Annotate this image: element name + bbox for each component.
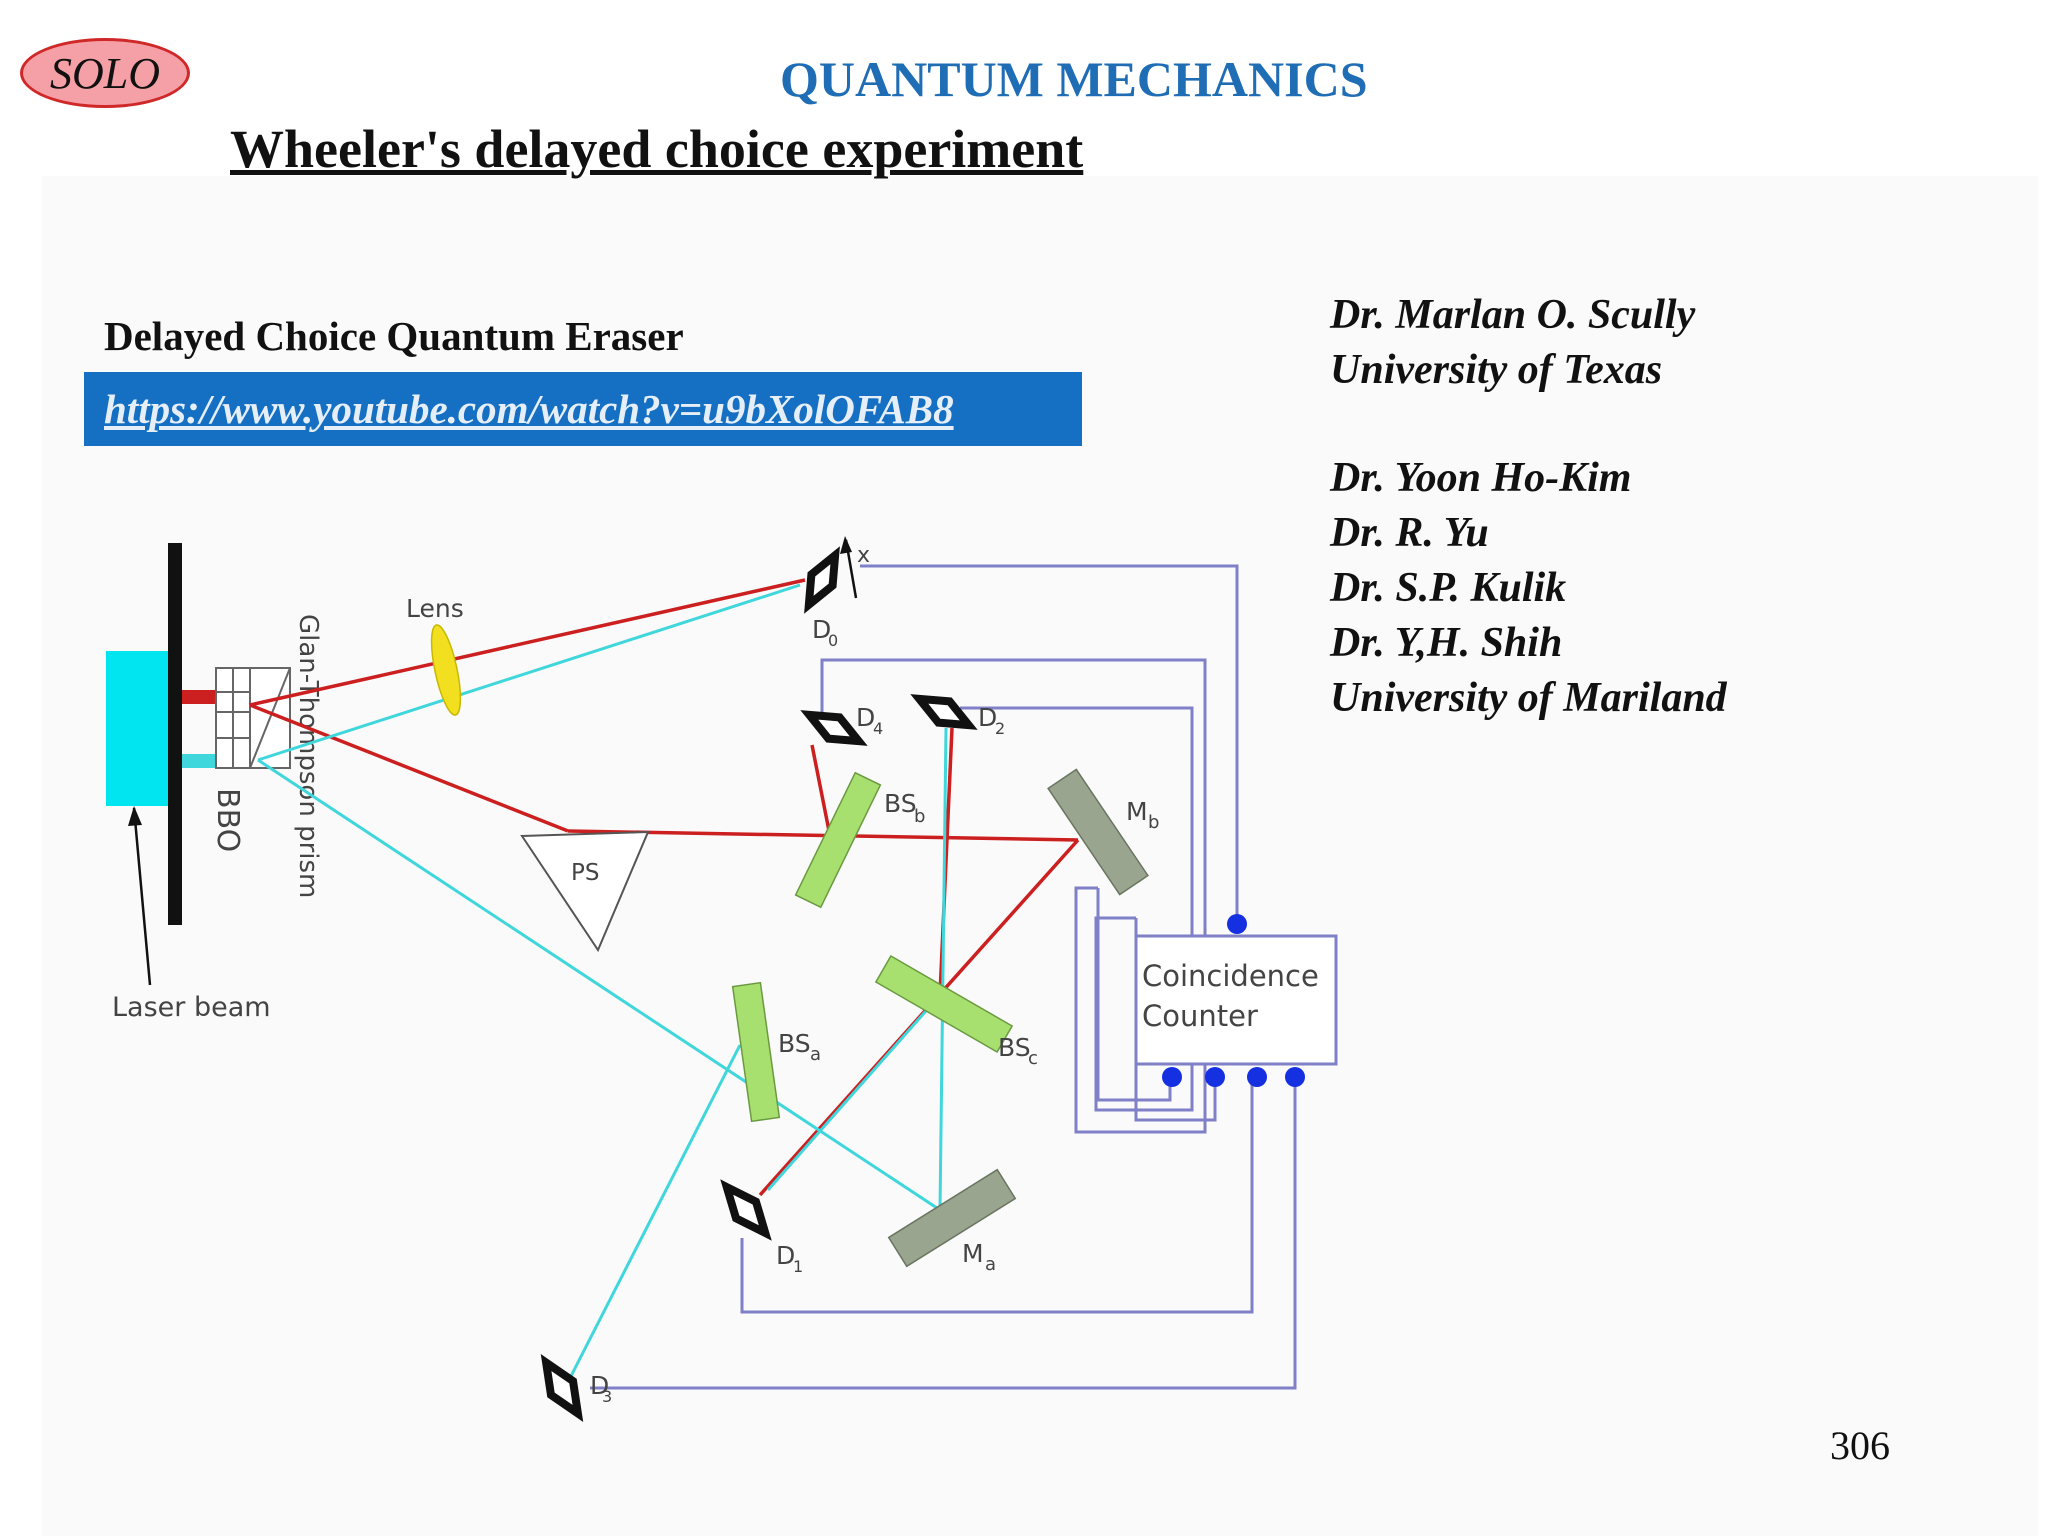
svg-text:BS: BS [778, 1029, 811, 1058]
red-beams [249, 578, 1080, 1197]
author-line: Dr. S.P. Kulik [1330, 565, 1567, 611]
svg-text:D: D [590, 1371, 609, 1400]
detector-d4 [800, 710, 868, 746]
page-subtitle: Wheeler's delayed choice experiment [230, 119, 1084, 179]
laser-beam-arrowhead [128, 806, 142, 826]
page-title: QUANTUM MECHANICS [780, 51, 1368, 107]
mirror-b [1047, 768, 1149, 896]
coincidence-counter [1134, 934, 1338, 1066]
solo-logo: SOLO [20, 38, 190, 108]
svg-text:D: D [856, 703, 875, 732]
svg-text:D: D [812, 615, 831, 644]
svg-text:1: 1 [793, 1257, 803, 1276]
beam-splitter-a [731, 981, 781, 1123]
svg-text:BS: BS [884, 789, 917, 818]
svg-text:BS: BS [998, 1033, 1031, 1062]
author-line: University of Texas [1330, 347, 1663, 393]
authors-list: Dr. Marlan O. Scully University of Texas… [1330, 288, 1727, 726]
mirror-a-label: M a [962, 1239, 996, 1275]
counter-ports [1162, 914, 1305, 1087]
cyan-beam-bsa-to-d3 [568, 1044, 742, 1379]
red-beam-to-d0 [249, 578, 806, 707]
detector-d4-label: D 4 [856, 703, 883, 738]
svg-text:4: 4 [873, 719, 883, 738]
author-line: Dr. Y,H. Shih [1330, 620, 1563, 666]
x-arrowhead [840, 536, 852, 554]
beam-splitter-b-label: BS b [884, 789, 925, 827]
cyan-beam-to-d0 [257, 583, 801, 762]
laser-beam-label: Laser beam [112, 992, 271, 1023]
detector-d2-label: D 2 [978, 703, 1005, 738]
author-line: Dr. R. Yu [1330, 510, 1489, 556]
logo-text: SOLO [49, 48, 161, 98]
beam-splitter-c [874, 954, 1014, 1054]
wire-d0 [860, 564, 1239, 923]
svg-text:c: c [1028, 1048, 1038, 1069]
svg-text:0: 0 [828, 631, 838, 650]
cyan-pump-stub [182, 754, 220, 768]
svg-text:a: a [985, 1254, 996, 1275]
beam-splitter-a-label: BS a [778, 1029, 821, 1065]
svg-text:M: M [1126, 797, 1148, 826]
screen-bar [168, 543, 182, 925]
cyan-beam-to-ma [257, 758, 941, 1212]
laser-source [106, 651, 170, 806]
wire-d4 [820, 658, 1207, 1134]
detector-d3-label: D 3 [590, 1371, 612, 1406]
wire-d2 [960, 706, 1194, 1112]
svg-text:D: D [776, 1241, 795, 1270]
svg-text:M: M [962, 1239, 984, 1268]
bbo-label: BBO [210, 788, 245, 852]
detector-d1 [720, 1179, 772, 1241]
detector-d0-label: D 0 [812, 615, 838, 650]
svg-text:D: D [978, 703, 997, 732]
red-beam-to-ps [249, 703, 569, 833]
red-pump-stub [182, 690, 220, 704]
svg-text:b: b [914, 806, 925, 827]
svg-text:3: 3 [602, 1387, 612, 1406]
beam-splitter-c-label: BS c [998, 1033, 1038, 1069]
counter-label-line2: Counter [1142, 999, 1258, 1033]
cyan-beam-ma-to-d2 [938, 727, 948, 1211]
prism-ps-label: PS [571, 860, 599, 886]
author-line: Dr. Marlan O. Scully [1330, 292, 1696, 338]
mirror-b-label: M b [1126, 797, 1159, 833]
detector-d2 [910, 694, 978, 730]
wire-d1 [740, 1078, 1254, 1314]
video-link-box: https://www.youtube.com/watch?v=u9bXolOF… [84, 372, 1082, 446]
red-beam-ps-to-mb [567, 829, 1079, 842]
beam-splitter-b [794, 771, 882, 909]
detector-d1-label: D 1 [776, 1241, 803, 1276]
prism-label: Glan-Thompson prism [293, 614, 323, 898]
cyan-beams [257, 583, 948, 1379]
svg-text:2: 2 [995, 719, 1005, 738]
port-3 [1247, 1067, 1267, 1087]
author-line: Dr. Yoon Ho-Kim [1330, 455, 1632, 501]
port-top [1227, 914, 1247, 934]
author-line: University of Mariland [1330, 675, 1727, 721]
x-label: x [857, 543, 870, 568]
svg-text:a: a [810, 1044, 821, 1065]
wire-d3 [590, 1078, 1297, 1390]
lens [430, 624, 462, 716]
svg-text:b: b [1148, 812, 1159, 833]
lens-label: Lens [406, 594, 464, 623]
counter-label-line1: Coincidence [1142, 959, 1319, 993]
page-number: 306 [1830, 1423, 1890, 1468]
port-1 [1162, 1067, 1182, 1087]
wire-counter-a [1096, 888, 1172, 1102]
port-4 [1285, 1067, 1305, 1087]
cyan-beam-bsc-to-d1 [766, 994, 942, 1191]
prism-ps [520, 830, 650, 953]
mirror-a [887, 1168, 1017, 1268]
detector-d0 [804, 546, 840, 614]
port-2 [1205, 1067, 1225, 1087]
video-link[interactable]: https://www.youtube.com/watch?v=u9bXolOF… [104, 386, 954, 432]
laser-beam-arrow [132, 807, 152, 986]
detector-d3 [540, 1354, 584, 1422]
section-heading: Delayed Choice Quantum Eraser [104, 313, 684, 359]
